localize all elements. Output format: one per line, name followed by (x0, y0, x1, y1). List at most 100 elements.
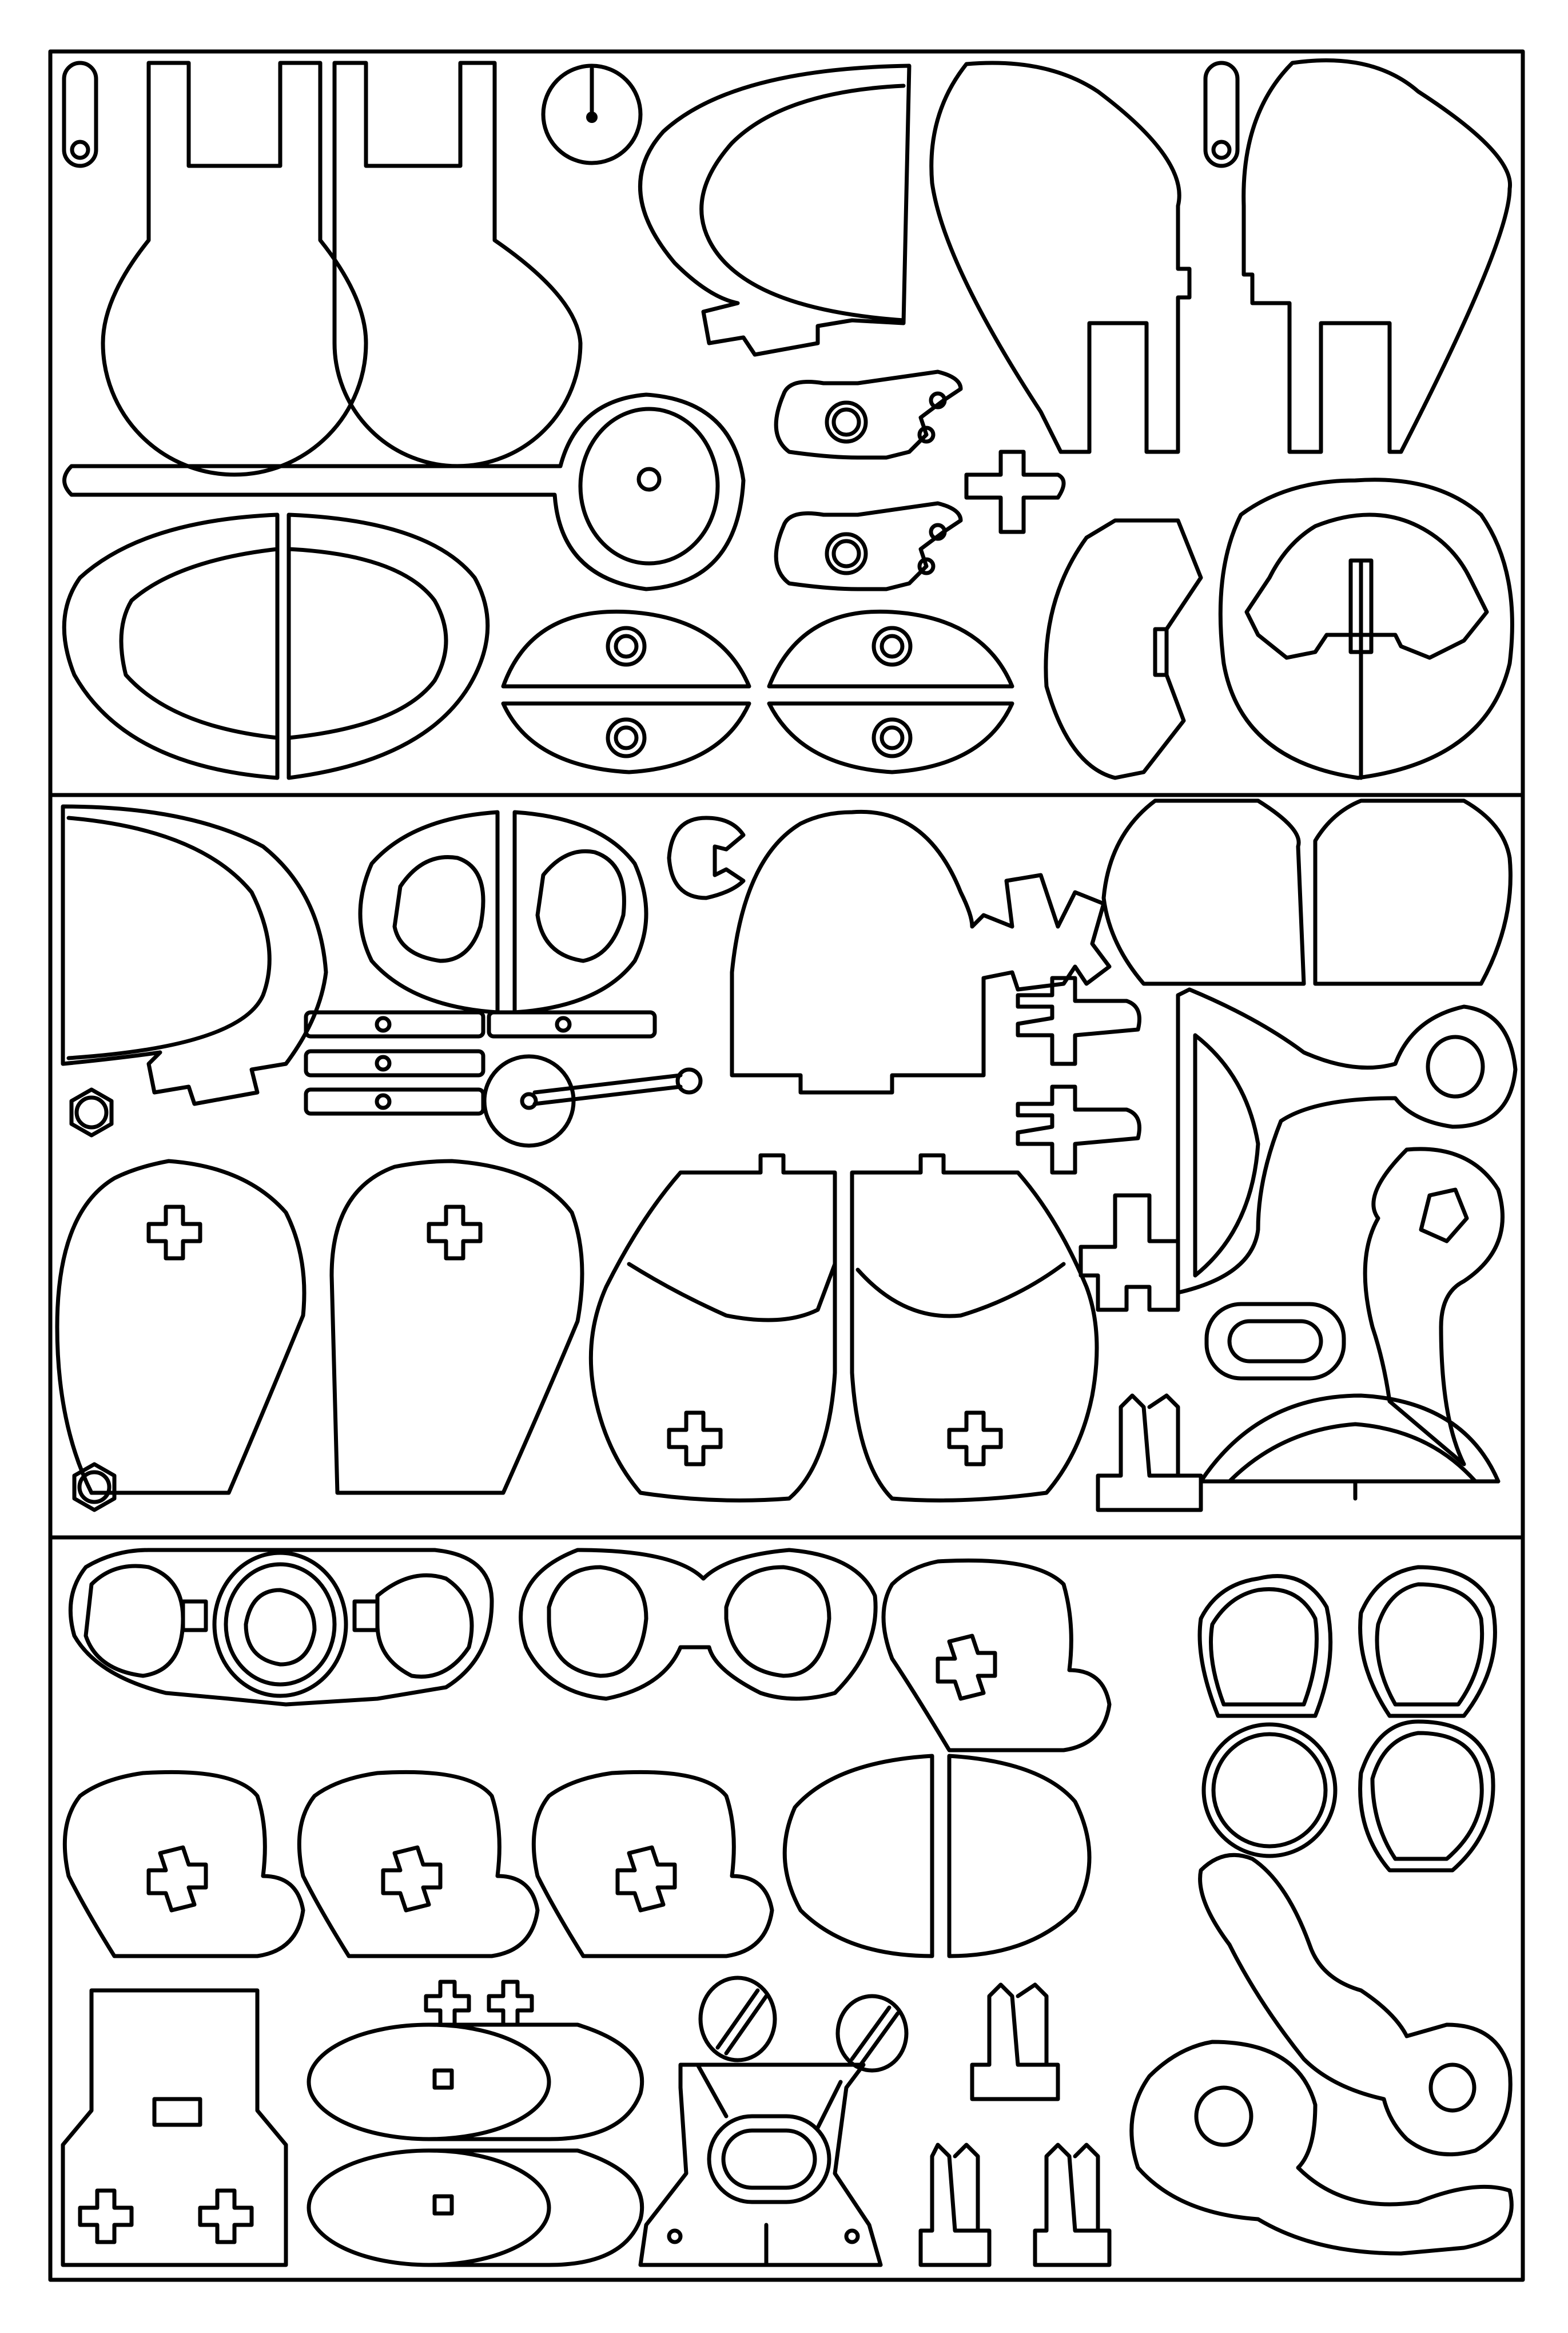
dome-base (1199, 1393, 1501, 1501)
cut-line (1198, 1853, 1513, 2157)
cut-line (715, 1988, 760, 2050)
cut-line (1227, 1319, 1323, 1364)
cut-line (774, 369, 963, 460)
u-fork-bottom-left (918, 2143, 992, 2267)
cut-line (1203, 61, 1240, 168)
cut-line (77, 1470, 112, 1504)
cut-line (48, 49, 1525, 2282)
cut-line (947, 1410, 1003, 1466)
cut-line (358, 810, 500, 1015)
cut-line (850, 2005, 892, 2061)
lobed-pad-3 (531, 1770, 774, 1958)
hopper-capsule (638, 2062, 883, 2267)
cut-line (146, 1205, 202, 1261)
screw-head-1 (698, 1976, 777, 2062)
cut-line (667, 1410, 723, 1466)
cut-line (70, 140, 90, 160)
cut-line (224, 1562, 337, 1687)
teardrop-part-left (101, 61, 368, 477)
cut-line (858, 2011, 900, 2067)
cut-line (69, 1087, 114, 1138)
eye-lens-right (767, 609, 1014, 774)
cut-line (1204, 1302, 1346, 1381)
crescent-shell-middle (61, 804, 328, 1106)
cut-line (146, 1845, 208, 1913)
cut-line (181, 1599, 208, 1632)
cut-line (1358, 1719, 1495, 1873)
cut-line (831, 407, 861, 437)
cut-line (707, 2114, 831, 2204)
cut-line (636, 467, 662, 492)
cut-line (1176, 987, 1518, 1295)
cut-line (244, 1588, 317, 1667)
lever-arm (62, 392, 746, 591)
lens-oval-lower (307, 2148, 644, 2267)
cut-line (487, 1010, 657, 1039)
base-block (61, 1988, 288, 2267)
cut-line (929, 391, 947, 410)
lens-oval-upper (307, 2022, 644, 2141)
egg-shell (1218, 478, 1514, 780)
cut-line (831, 539, 861, 569)
cut-line (675, 1067, 703, 1095)
cut-line (375, 1016, 392, 1033)
cut-line (947, 1754, 1092, 1958)
cut-line (1363, 1147, 1505, 1466)
shield-panel-left (55, 1159, 307, 1495)
u-fork-bottom-center (970, 1982, 1060, 2101)
cut-line (427, 1205, 483, 1261)
cut-line (606, 626, 647, 667)
cut-line (1244, 512, 1489, 660)
cut-line (1227, 1422, 1478, 1484)
curved-crank-arm (1198, 1853, 1513, 2157)
pin-slot-left (62, 61, 98, 168)
cut-line (871, 717, 913, 758)
cut-line (855, 1262, 1066, 1318)
cut-line (62, 1770, 305, 1958)
cut-line (512, 810, 648, 1015)
cut-line (152, 2097, 202, 2127)
cut-line (825, 532, 868, 575)
plus-token-2 (487, 1980, 534, 2027)
cut-line (501, 701, 751, 774)
cut-line (375, 1093, 392, 1110)
cut-line (375, 1573, 474, 1679)
plus-connector-top (964, 450, 1066, 534)
goggle-frame (68, 1548, 494, 1707)
cut-line (352, 1599, 380, 1632)
crescent-shell-top (638, 63, 912, 357)
cut-line (307, 2148, 551, 2267)
cut-line (532, 1084, 683, 1106)
stand-base-arm (1176, 987, 1518, 1295)
cut-line (695, 2062, 729, 2119)
cut-line (767, 609, 1014, 689)
cut-line (1375, 1582, 1485, 1707)
u-fork-middle (1096, 1393, 1203, 1512)
eye-lens-left (501, 609, 751, 774)
cut-line (815, 2080, 843, 2130)
ring-set-top (1197, 1565, 1497, 1873)
cut-line (835, 1994, 909, 2073)
middle-panel (55, 798, 1518, 1512)
cut-line (917, 426, 936, 444)
swing-arm (1363, 1147, 1505, 1466)
cut-line (721, 2128, 817, 2190)
cut-line (297, 1770, 540, 1958)
latch-upper (774, 369, 963, 460)
cut-line (501, 609, 751, 689)
cut-line (1348, 558, 1374, 654)
cut-line (531, 1770, 774, 1958)
spectacle-rings (519, 1548, 878, 1701)
pivot-disc (541, 63, 643, 165)
cut-line (1211, 140, 1232, 160)
strap-row-2 (304, 1049, 485, 1078)
cut-line (667, 2228, 683, 2244)
cut-line (212, 1551, 348, 1698)
lobed-pad-2 (297, 1770, 540, 1958)
cut-line (627, 1262, 837, 1322)
strap-row-1 (304, 1010, 657, 1039)
cut-line (615, 1845, 677, 1913)
cut-line (432, 2194, 454, 2216)
cut-line (1129, 2040, 1514, 2256)
